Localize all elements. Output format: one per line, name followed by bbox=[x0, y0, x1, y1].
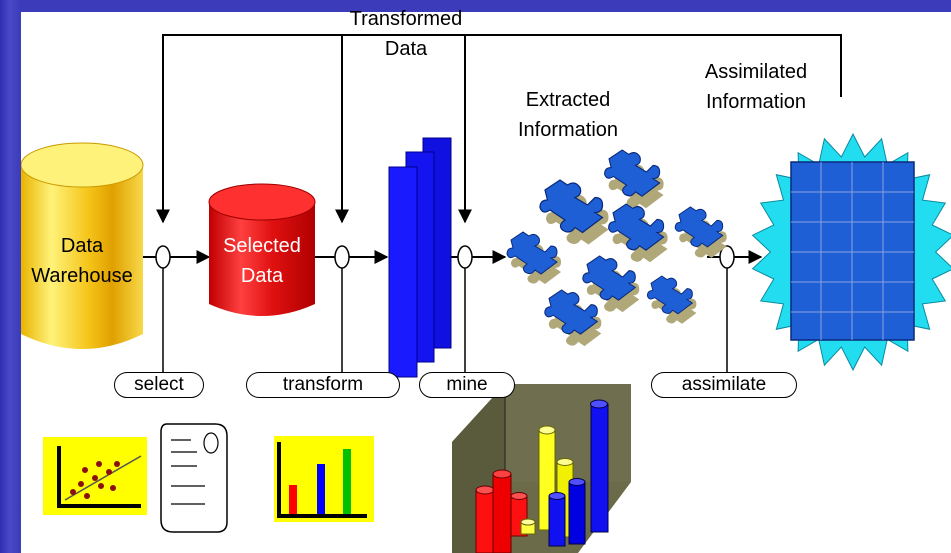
scatter-chart-icon bbox=[43, 437, 147, 515]
transformed-data-blocks-icon bbox=[388, 137, 452, 378]
3d-cylinder-chart-icon bbox=[452, 384, 631, 553]
assimilated-label-line2: Information bbox=[705, 91, 807, 113]
selected-data-cylinder-icon bbox=[208, 183, 316, 316]
assimilate-stage-label: assimilate bbox=[651, 372, 797, 398]
data-warehouse-cylinder-icon bbox=[21, 142, 144, 349]
assimilated-information-label: Assimilated Information bbox=[681, 60, 831, 114]
selected-data-line2: Data bbox=[240, 265, 284, 287]
selected-data-label: Selected Data bbox=[207, 234, 317, 288]
kdd-process-diagram bbox=[21, 34, 951, 553]
diagram-panel: Transformed Data Extracted Information A… bbox=[21, 8, 951, 553]
extracted-label-line1: Extracted bbox=[525, 89, 611, 111]
mine-stage-label: mine bbox=[419, 372, 515, 398]
transform-stage-label: transform bbox=[246, 372, 400, 398]
document-icon bbox=[160, 423, 228, 533]
bar-chart-icon bbox=[274, 436, 374, 522]
assimilated-information-starburst-icon bbox=[751, 132, 951, 372]
data-warehouse-label: Data Warehouse bbox=[17, 234, 147, 288]
extracted-information-puzzle-icon bbox=[506, 149, 727, 347]
select-stage-label: select bbox=[114, 372, 204, 398]
selected-data-line1: Selected bbox=[223, 235, 301, 257]
assimilated-label-line1: Assimilated bbox=[704, 61, 808, 83]
stage-connectors bbox=[155, 245, 735, 372]
feedback-loop-lines bbox=[156, 34, 842, 224]
extracted-label-line2: Information bbox=[517, 119, 619, 141]
data-warehouse-line1: Data bbox=[60, 235, 104, 257]
extracted-information-label: Extracted Information bbox=[493, 88, 643, 142]
data-warehouse-line2: Warehouse bbox=[31, 265, 133, 287]
transformed-label-line2: Data bbox=[384, 38, 428, 60]
transformed-data-label: Transformed Data bbox=[321, 7, 491, 61]
transformed-label-line1: Transformed bbox=[349, 8, 463, 30]
